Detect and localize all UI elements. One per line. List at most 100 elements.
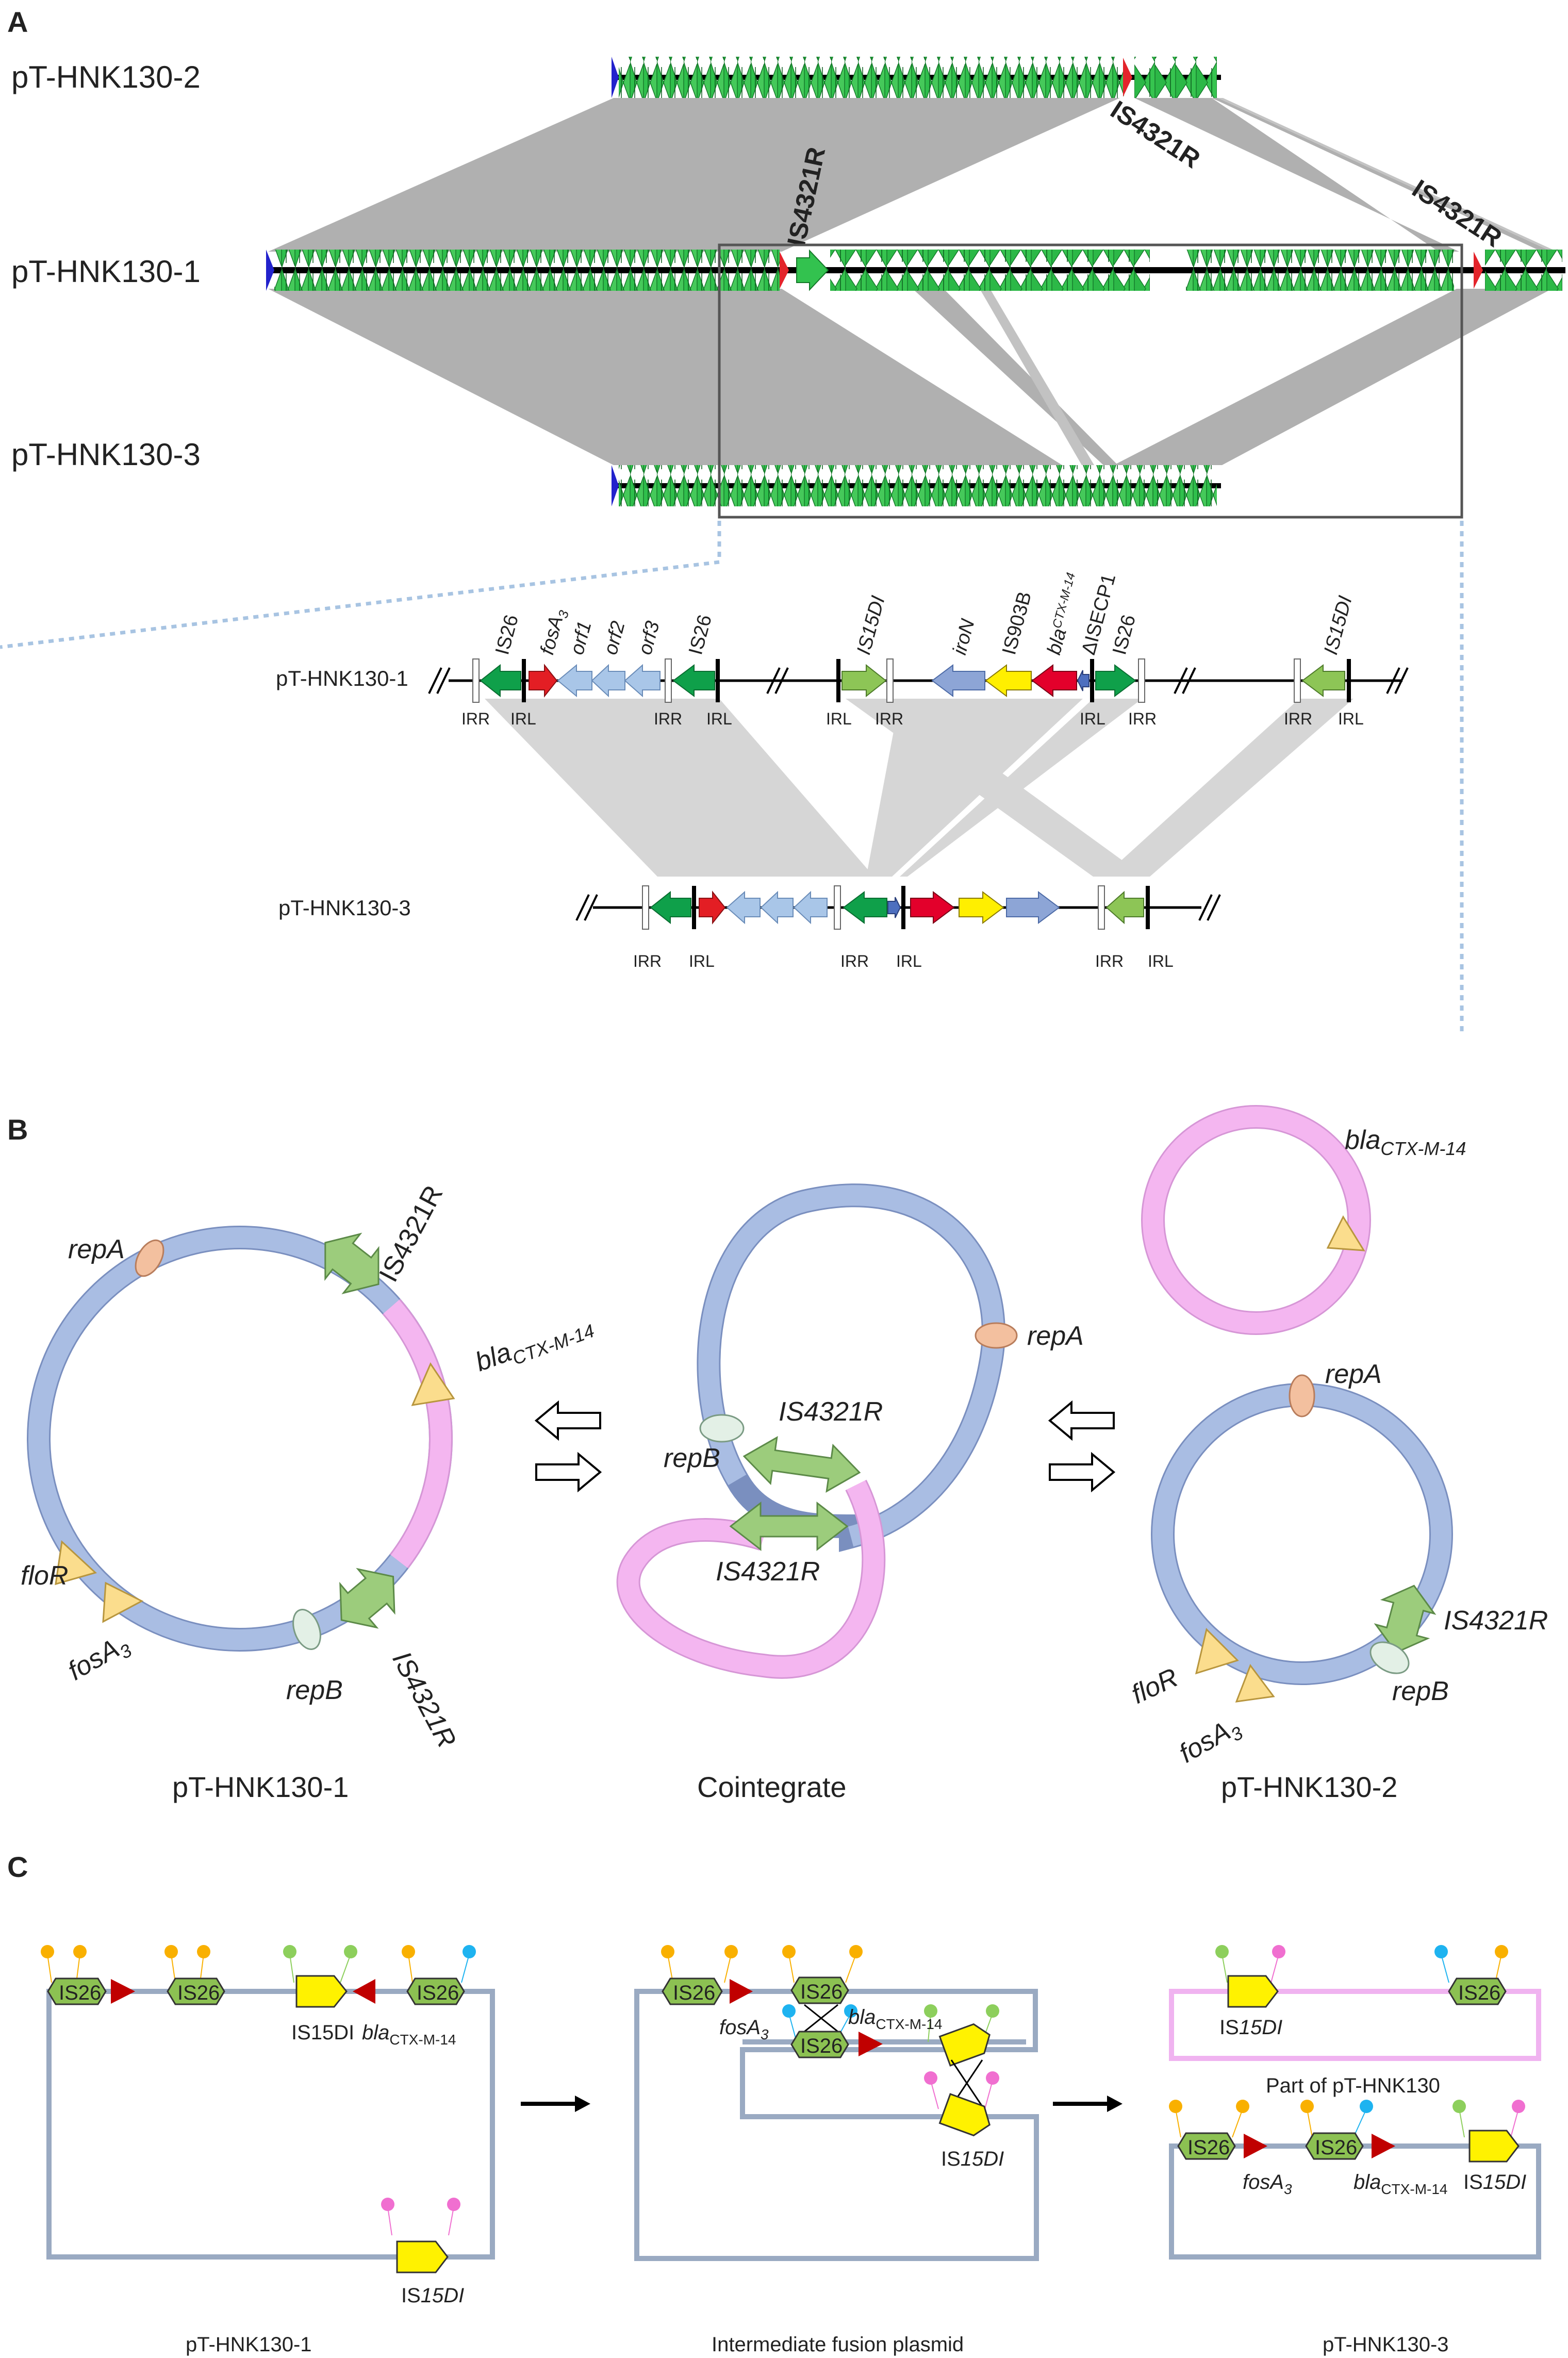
c-right-bla-main: bla: [1354, 2171, 1381, 2194]
ir-bar-3: [665, 658, 672, 703]
c-mid-crossover-1: [804, 2004, 838, 2033]
c-mid-is15-bottom: [938, 2093, 991, 2137]
gene-orf2: [591, 664, 625, 698]
label-repA-left: repA: [68, 1234, 125, 1264]
label-is15-2: IS15DI: [1320, 593, 1357, 657]
caption-c-mid: Intermediate fusion plasmid: [712, 2333, 964, 2356]
repA-ellipse-left: [135, 1239, 164, 1277]
repA-ellipse-right: [1289, 1374, 1315, 1417]
zoom-box: [718, 243, 1463, 519]
label-bla-left: blaCTX-M-14: [471, 1308, 597, 1381]
label-iroN: iroN: [949, 617, 979, 657]
repB-ellipse-left: [292, 1609, 321, 1650]
ir-label-p1-3: IRR: [654, 710, 682, 728]
ir-label-p3-2: IRL: [689, 952, 715, 970]
ir-label-p1-4: IRL: [706, 710, 732, 728]
panel-label-b: B: [7, 1113, 28, 1146]
c-left-is15-bottom: [396, 2240, 449, 2273]
zoom-connector-left-diag: [0, 560, 720, 649]
repA-ellipse-mid: [975, 1322, 1018, 1349]
ir-label-p1-6: IRR: [875, 710, 903, 728]
arrow-forward-1: [535, 1452, 602, 1493]
c-left-is15-bottom-pre: IS: [401, 2284, 421, 2307]
homology-p1-p3-cross-2: [980, 289, 1094, 465]
is-label-p1-right: IS4321R: [1407, 174, 1507, 253]
c-right-is15-label: IS15DI: [1463, 2171, 1526, 2194]
label-fosA-left-main: fosA: [63, 1634, 124, 1686]
c-left-is26-c: [406, 1977, 465, 2005]
fosA-triangle-left: [102, 1581, 144, 1623]
p3-ir-3: [834, 885, 841, 930]
label-bla-right: blaCTX-M-14: [1345, 1125, 1466, 1159]
c-right-is26-b: [1305, 2132, 1364, 2160]
p3-gene-is26-2: [843, 891, 887, 924]
label-is4321r-left-top: IS4321R: [373, 1181, 449, 1287]
detail-homology-3: [866, 699, 1083, 877]
is4321r-arrow-mid-top: [742, 1436, 861, 1493]
ir-label-p3-4: IRL: [896, 952, 922, 970]
c-left-is26-c-label: IS26: [417, 1982, 459, 2004]
p3-gene-orf1: [726, 891, 761, 925]
c-right-top-is15-label: IS15DI: [1219, 2016, 1282, 2039]
is4321r-marker-p1-right: [1474, 252, 1483, 289]
p3-ir-5: [1098, 885, 1105, 930]
track-label-p2: pT-HNK130-2: [11, 60, 201, 94]
homology-p2-p1-tail-3: [1218, 98, 1557, 252]
c-right-top-is15-it: 15DI: [1239, 2016, 1283, 2039]
detail-label-p1: pT-HNK130-1: [276, 666, 408, 690]
orf-block-p1-d: [1485, 250, 1562, 291]
homology-regions: [268, 98, 1557, 465]
c-mid-fosA-sub: 3: [761, 2026, 769, 2042]
p3-gene-iroN: [1006, 891, 1060, 924]
label-repB-left: repB: [286, 1675, 343, 1705]
c-mid-is26-b: [790, 1976, 849, 2004]
label-fosA-left: fosA3: [63, 1628, 135, 1690]
orf-block-p1-a: [274, 250, 780, 291]
c-right-top-is15: [1227, 1975, 1279, 2008]
large-orf-p1: [796, 249, 829, 291]
homology-p2-p1-tail-2: [1212, 98, 1552, 252]
c-mid-bla-tri: [859, 2032, 883, 2056]
is4321r-arrow-left-top: [324, 1232, 379, 1295]
arrows-b-left: [534, 1400, 602, 1493]
is4321r-arrow-left-bottom: [339, 1568, 395, 1629]
c-left-is26-a-label: IS26: [59, 1982, 101, 2004]
c-left-is26-b: [167, 1977, 225, 2005]
ir-bar-2: [522, 659, 526, 702]
p3-ir-6: [1146, 886, 1150, 929]
plasmid-b-right: blaCTX-M-14 repA IS4321R floR fosA3 repB…: [1127, 1105, 1548, 1803]
label-repA-right: repA: [1325, 1359, 1382, 1389]
caption-c-left: pT-HNK130-1: [186, 2333, 312, 2356]
c-mid-outline: [634, 1989, 1039, 2261]
label-is4321r-right: IS4321R: [1444, 1606, 1548, 1636]
c-mid-is26-c-label: IS26: [800, 2035, 843, 2057]
label-bla-right-sub: CTX-M-14: [1380, 1138, 1466, 1159]
gene-is15-1: [841, 664, 887, 698]
c-left-bla-main: bla: [362, 2021, 389, 2044]
c-mid-is26-a-label: IS26: [673, 1982, 715, 2004]
p3-gene-is903: [959, 891, 1004, 924]
ir-label-p3-6: IRL: [1148, 952, 1174, 970]
label-orf1: orf1: [566, 619, 596, 657]
is4321r-arrow-mid-bottom: [729, 1501, 849, 1552]
c-left-box: [46, 1989, 495, 2260]
detail-homology: [485, 699, 1354, 877]
c-left-is15-top-label: IS15DI: [291, 2021, 354, 2044]
orf-block-p2-b: [1134, 57, 1217, 98]
ir-bar-7: [1090, 659, 1094, 702]
label-repA-mid: repA: [1027, 1321, 1084, 1351]
c-mid-lollipops: [661, 1945, 999, 2109]
end-marker-p3: [612, 465, 619, 506]
label-is26-1: IS26: [491, 613, 523, 657]
label-is4321r-mid-bottom: IS4321R: [716, 1557, 820, 1587]
c-right-is15-pre: IS: [1463, 2171, 1483, 2194]
repB-ellipse-mid: [699, 1414, 745, 1443]
end-marker-p1: [266, 250, 274, 291]
homology-p1-p3-right: [1114, 289, 1552, 465]
end-marker-p2: [612, 57, 619, 98]
label-is903: IS903B: [998, 589, 1036, 657]
label-fosA-right-main: fosA: [1174, 1716, 1235, 1769]
c-left-is15-bottom-it: 15DI: [421, 2284, 465, 2307]
p3-gene-bla: [910, 891, 955, 924]
arrow-c-1: [575, 2096, 590, 2112]
